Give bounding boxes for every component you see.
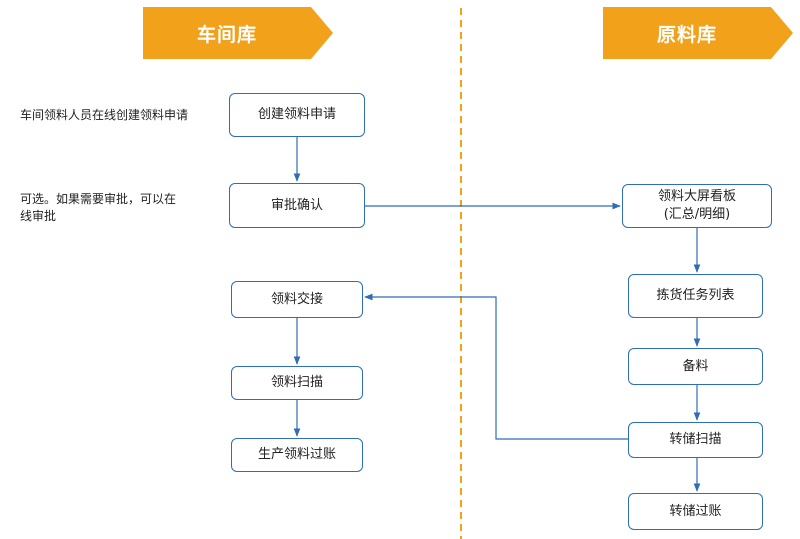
arrow-transferscan-to-handover bbox=[364, 293, 628, 440]
banner-arrow-shape bbox=[603, 7, 793, 59]
lane-banner-workshop: 车间库 bbox=[143, 7, 333, 59]
node-pick-task-list-label: 拣货任务列表 bbox=[656, 288, 735, 304]
node-approve-confirm-label: 审批确认 bbox=[270, 197, 323, 213]
node-handover: 领料交接 bbox=[231, 281, 363, 318]
node-transfer-scan-label: 转储扫描 bbox=[669, 432, 722, 448]
node-production-post-label: 生产领料过账 bbox=[257, 447, 336, 463]
node-prepare-material-label: 备料 bbox=[682, 358, 709, 374]
note-create-request: 车间领料人员在线创建领料申请 bbox=[20, 108, 189, 122]
node-prepare-material: 备料 bbox=[628, 348, 763, 385]
node-transfer-post: 转储过账 bbox=[628, 493, 763, 530]
lane-title-workshop: 车间库 bbox=[196, 23, 257, 46]
node-dashboard-label-line1: 领料大屏看板 bbox=[657, 189, 736, 205]
node-handover-label: 领料交接 bbox=[270, 291, 323, 307]
node-scan-label: 领料扫描 bbox=[270, 375, 323, 391]
lane-title-raw-material: 原料库 bbox=[656, 23, 717, 46]
lane-banner-raw-material: 原料库 bbox=[603, 7, 793, 59]
node-scan: 领料扫描 bbox=[231, 366, 363, 400]
node-transfer-scan: 转储扫描 bbox=[628, 422, 763, 458]
note-approval-optional: 可选。如果需要审批，可以在线审批 bbox=[20, 192, 177, 224]
node-dashboard-label-line2: (汇总/明细) bbox=[663, 207, 731, 222]
node-pick-task-list: 拣货任务列表 bbox=[628, 274, 763, 318]
node-create-request-label: 创建领料申请 bbox=[257, 107, 336, 123]
node-transfer-post-label: 转储过账 bbox=[669, 503, 722, 519]
banner-arrow-shape bbox=[143, 7, 333, 59]
node-create-request: 创建领料申请 bbox=[229, 93, 365, 137]
node-approve-confirm: 审批确认 bbox=[229, 183, 365, 228]
node-production-post: 生产领料过账 bbox=[231, 438, 363, 472]
node-dashboard: 领料大屏看板 (汇总/明细) bbox=[622, 184, 772, 228]
